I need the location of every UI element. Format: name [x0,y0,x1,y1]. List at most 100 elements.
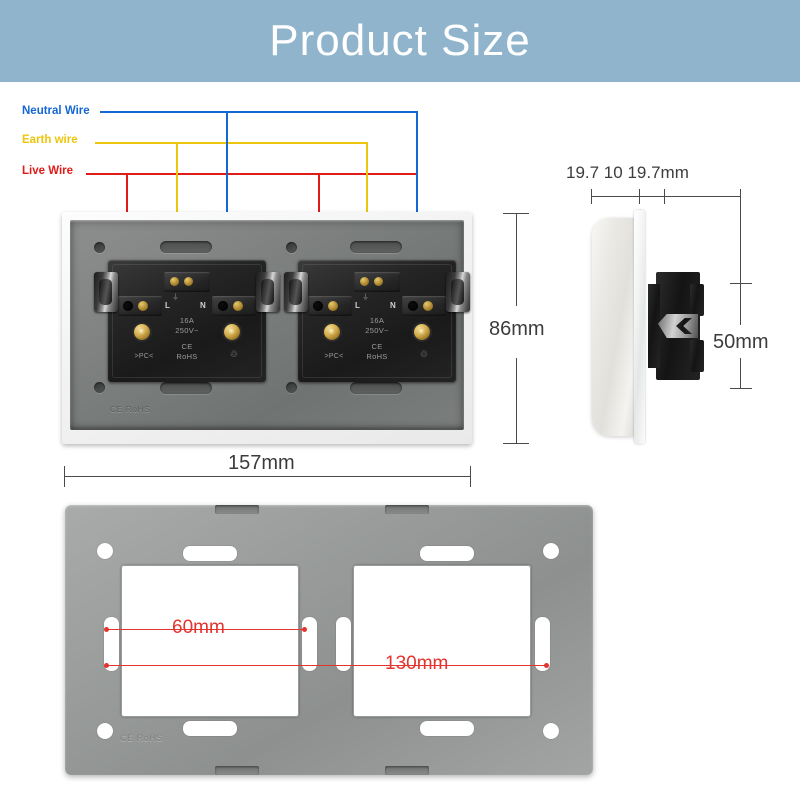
dim-tick-50-top [730,283,752,284]
earth-symbol-right: ⏚ [362,294,370,301]
wire-label-earth: Earth wire [22,134,78,146]
cert-ce-left: CE [181,342,193,351]
plate-slot-left-bottom [160,382,212,394]
claw-slot-left-b [261,279,274,305]
side-mechanism-bottom-block [690,340,704,372]
frame-window-left [121,565,299,717]
plate-slot-right-bottom [350,382,402,394]
dim-ext-line-depth-right [740,196,741,306]
dimension-label-86mm: 86mm [487,318,547,341]
wire-earth-drop-1 [176,142,178,275]
live-terminal-hole-left [123,301,133,311]
dim-line-157 [64,476,471,477]
dimension-label-depth: 19.7 10 19.7mm [566,163,689,182]
side-mechanism-top-block [690,284,704,316]
terminal-label-live-left: L [165,301,170,310]
neutral-terminal-hole-right [408,301,418,311]
red-dot-130mm-right [544,663,549,668]
fixing-screw-right-a [324,324,340,340]
terminal-label-neutral-left: N [200,301,206,310]
plate-screw-hole-left-top [94,242,105,253]
module-body-right: ⏚ L N 16A 250V~ CE RoHS >PC< ♲ [298,260,456,382]
wire-earth-drop-2 [366,142,368,275]
rating-amp-left: 16A [179,316,195,325]
claw-slot-left-a [99,279,112,305]
mounting-claw-right-b [446,272,470,312]
frame-window-right [353,565,531,717]
cert-rohs-right: RoHS [366,352,388,361]
frame-slot-top-right [420,546,474,561]
dimension-label-60mm: 60mm [172,617,225,638]
dimension-label-157mm: 157mm [228,452,295,474]
live-terminal-screw-left [138,301,148,311]
mounting-claw-left-b [256,272,280,312]
red-dot-130mm-left [104,663,109,668]
cert-rohs-left: RoHS [176,352,198,361]
header-banner: Product Size [0,0,800,82]
dim-tick-50-bottom [730,388,752,389]
frame-slot-right-outer [535,617,550,671]
dim-tick-depth-3 [664,189,665,204]
mounting-frame: CE RoHS [65,505,593,775]
plate-screw-hole-right-bottom [286,382,297,393]
wire-neutral-horizontal [100,111,417,113]
rating-voltage-right: 250V~ [365,326,389,335]
module-inner-ring-right [302,264,452,378]
live-terminal-screw-right [328,301,338,311]
side-mechanism-back [648,284,660,368]
neutral-terminal-screw-right [423,301,433,311]
weee-recycle-symbol-right: ♲ [419,349,429,359]
plate-screw-hole-right-top [286,242,297,253]
page-title: Product Size [269,16,531,65]
dim-tick-depth-2 [639,189,640,204]
frame-slot-centre-right [336,617,351,671]
wire-label-neutral: Neutral Wire [22,105,90,117]
frame-ce-rohs-mark: CE RoHS [120,733,164,743]
plate-screw-hole-left-bottom [94,382,105,393]
claw-slot-right-a [289,279,302,305]
rating-amp-right: 16A [369,316,385,325]
fixing-screw-left-a [134,324,150,340]
frame-hole-bottom-left [97,723,113,739]
dim-line-50-lower [740,358,741,389]
material-mark-left: >PC< [134,353,154,360]
frame-notch-top-left [215,505,259,514]
dimension-label-130mm: 130mm [385,653,449,674]
frame-hole-bottom-right [543,723,559,739]
wire-neutral-drop-2 [416,111,418,288]
fixing-screw-left-b [224,324,240,340]
rating-voltage-left: 250V~ [175,326,199,335]
fixing-screw-right-b [414,324,430,340]
side-glass-edge [634,210,645,444]
wire-label-live: Live Wire [22,165,74,177]
plate-slot-right-top [350,241,402,253]
frame-notch-top-right [385,505,429,514]
neutral-terminal-hole-left [218,301,228,311]
red-dot-60mm-left [104,627,109,632]
dim-tick-157-right [470,466,471,487]
dim-line-depth [591,196,741,197]
frame-slot-bottom-left [183,721,237,736]
dim-line-86-lower [516,358,517,444]
earth-terminal-screw-a-left [170,277,179,286]
live-terminal-hole-right [313,301,323,311]
dimension-label-50mm: 50mm [712,331,770,354]
wire-earth-horizontal [95,142,367,144]
cert-ce-right: CE [371,342,383,351]
red-line-130mm [107,665,548,666]
terminal-label-neutral-right: N [390,301,396,310]
red-line-60mm [107,629,306,630]
mounting-claw-right-a [284,272,308,312]
module-inner-ring-left [112,264,262,378]
material-mark-right: >PC< [324,353,344,360]
earth-terminal-screw-b-right [374,277,383,286]
neutral-terminal-screw-left [233,301,243,311]
claw-slot-right-b [451,279,464,305]
earth-symbol-left: ⏚ [172,294,180,301]
earth-terminal-screw-b-left [184,277,193,286]
front-view-socket-plate: CE RoHS ⏚ L [62,212,472,444]
dim-tick-86-bottom [503,443,529,444]
frame-slot-bottom-right [420,721,474,736]
frame-hole-top-left [97,543,113,559]
